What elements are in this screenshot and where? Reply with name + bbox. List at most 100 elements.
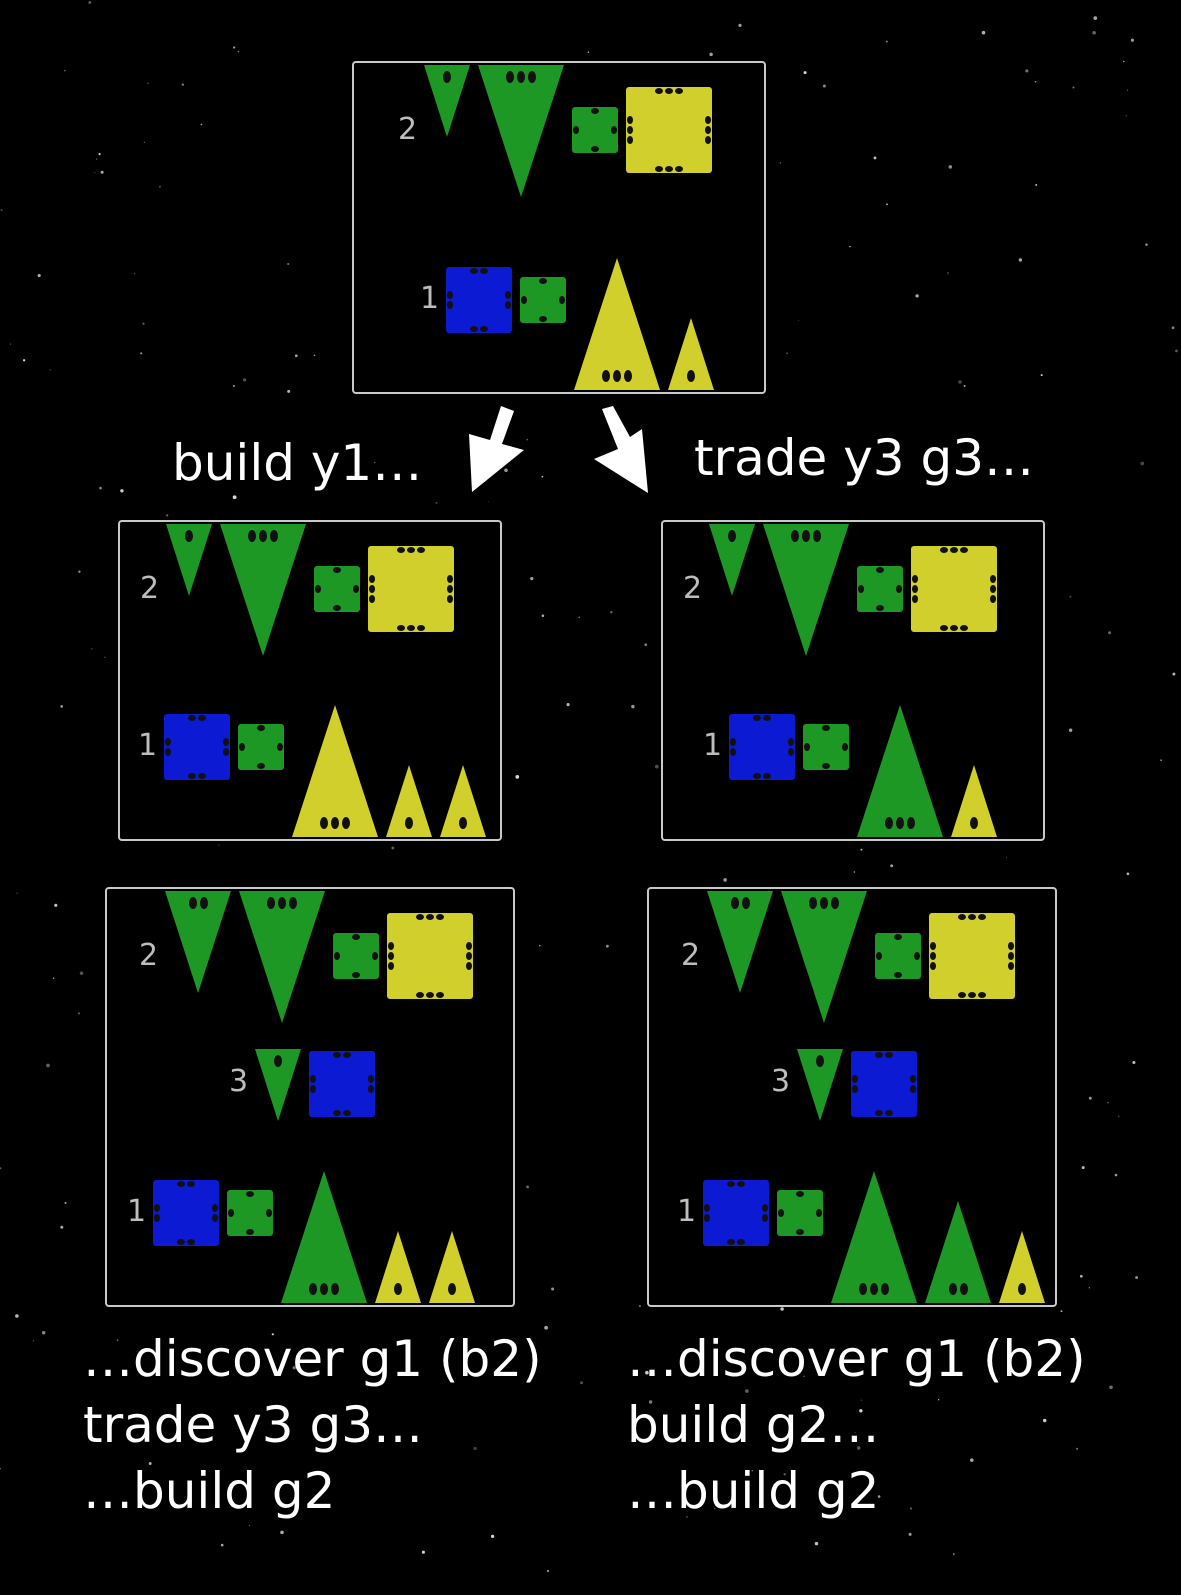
pip: [778, 1209, 784, 1217]
square-yellow-size-3-piece[interactable]: [911, 546, 997, 632]
triangle-green-size-2-piece[interactable]: [925, 1201, 991, 1303]
square-yellow-size-3-piece[interactable]: [626, 87, 712, 173]
square-blue-size-2-piece[interactable]: [309, 1051, 375, 1117]
triangle-yellow-size-1-piece[interactable]: [386, 765, 432, 837]
pip: [876, 567, 884, 573]
pip: [885, 1110, 893, 1116]
pip: [1008, 942, 1014, 950]
triangle-green-size-1-piece[interactable]: [166, 524, 212, 596]
pip: [655, 166, 663, 172]
square-blue-size-2-piece[interactable]: [446, 267, 512, 333]
triangle-yellow-size-1-piece[interactable]: [429, 1231, 475, 1303]
pip: [728, 530, 736, 542]
pip: [912, 595, 918, 603]
pip: [675, 88, 683, 94]
triangle-green-size-3-piece[interactable]: [281, 1171, 367, 1303]
square-yellow-size-3-piece[interactable]: [387, 913, 473, 999]
square-green-size-1-piece[interactable]: [227, 1190, 273, 1236]
pip: [466, 952, 472, 960]
triangle-green-size-3-piece[interactable]: [857, 705, 943, 837]
pip: [859, 1283, 867, 1295]
square-green-size-1-piece[interactable]: [238, 724, 284, 770]
square-green-size-1-piece[interactable]: [777, 1190, 823, 1236]
triangle-green-size-1-piece[interactable]: [255, 1049, 301, 1121]
pip: [627, 126, 633, 134]
triangle-green-size-1-piece[interactable]: [797, 1049, 843, 1121]
triangle-yellow-size-3-piece[interactable]: [292, 705, 378, 837]
square-yellow-size-3-piece[interactable]: [368, 546, 454, 632]
pip: [397, 625, 405, 631]
triangle-green-size-1-piece[interactable]: [424, 65, 470, 137]
pip: [990, 595, 996, 603]
pip: [539, 278, 547, 284]
triangle-green-size-2-piece[interactable]: [707, 891, 773, 993]
square-green-size-1-piece[interactable]: [520, 277, 566, 323]
pip: [816, 1055, 824, 1067]
square-green-size-1-piece[interactable]: [857, 566, 903, 612]
pip: [914, 952, 920, 960]
square-green-size-1-piece[interactable]: [875, 933, 921, 979]
triangle-green-size-3-piece[interactable]: [763, 524, 849, 656]
triangle-green-size-3-piece[interactable]: [781, 891, 867, 1023]
triangle-yellow-size-1-piece[interactable]: [999, 1231, 1045, 1303]
pip: [885, 817, 893, 829]
pip: [315, 585, 321, 593]
square-blue-size-2-piece[interactable]: [729, 714, 795, 780]
pip: [480, 268, 488, 274]
triangle-yellow-size-1-piece[interactable]: [375, 1231, 421, 1303]
pip: [910, 1085, 916, 1093]
pip: [165, 738, 171, 746]
triangle-shape: [831, 1171, 917, 1303]
pip: [505, 291, 511, 299]
pip: [331, 817, 339, 829]
square-blue-size-2-piece[interactable]: [851, 1051, 917, 1117]
triangle-green-size-1-piece[interactable]: [709, 524, 755, 596]
pip: [1008, 962, 1014, 970]
square-green-size-1-piece[interactable]: [803, 724, 849, 770]
pip: [613, 370, 621, 382]
pip: [188, 897, 197, 909]
triangle-green-size-2-piece[interactable]: [165, 891, 231, 993]
pip: [813, 530, 821, 542]
triangle-green-size-3-piece[interactable]: [831, 1171, 917, 1303]
pip: [223, 738, 229, 746]
triangle-yellow-size-1-piece[interactable]: [951, 765, 997, 837]
pip: [948, 1283, 957, 1295]
pip: [188, 773, 196, 779]
triangle-shape: [292, 705, 378, 837]
pip: [353, 585, 359, 593]
square-yellow-size-3-piece[interactable]: [929, 913, 1015, 999]
pip: [910, 1075, 916, 1083]
pip: [591, 108, 599, 114]
square-green-size-1-piece[interactable]: [333, 933, 379, 979]
triangle-shape: [709, 524, 755, 596]
square-blue-size-2-piece[interactable]: [703, 1180, 769, 1246]
pip: [705, 126, 711, 134]
pip: [602, 370, 610, 382]
pip: [426, 914, 434, 920]
pip: [342, 817, 350, 829]
triangle-green-size-3-piece[interactable]: [239, 891, 325, 1023]
triangle-yellow-size-1-piece[interactable]: [668, 318, 714, 390]
pip: [333, 605, 341, 611]
pip: [831, 897, 839, 909]
triangle-green-size-3-piece[interactable]: [220, 524, 306, 656]
pip: [842, 743, 848, 751]
pip: [212, 1214, 218, 1222]
square-blue-size-2-piece[interactable]: [153, 1180, 219, 1246]
square-green-size-1-piece[interactable]: [572, 107, 618, 153]
pip: [978, 914, 986, 920]
pip: [950, 625, 958, 631]
pip: [930, 962, 936, 970]
square-blue-size-2-piece[interactable]: [164, 714, 230, 780]
pip: [912, 575, 918, 583]
pip: [858, 585, 864, 593]
square-green-size-1-piece[interactable]: [314, 566, 360, 612]
pip: [912, 585, 918, 593]
triangle-yellow-size-1-piece[interactable]: [440, 765, 486, 837]
triangle-green-size-3-piece[interactable]: [478, 65, 564, 197]
triangle-yellow-size-3-piece[interactable]: [574, 258, 660, 390]
pip: [333, 1052, 341, 1058]
pip: [310, 1085, 316, 1093]
